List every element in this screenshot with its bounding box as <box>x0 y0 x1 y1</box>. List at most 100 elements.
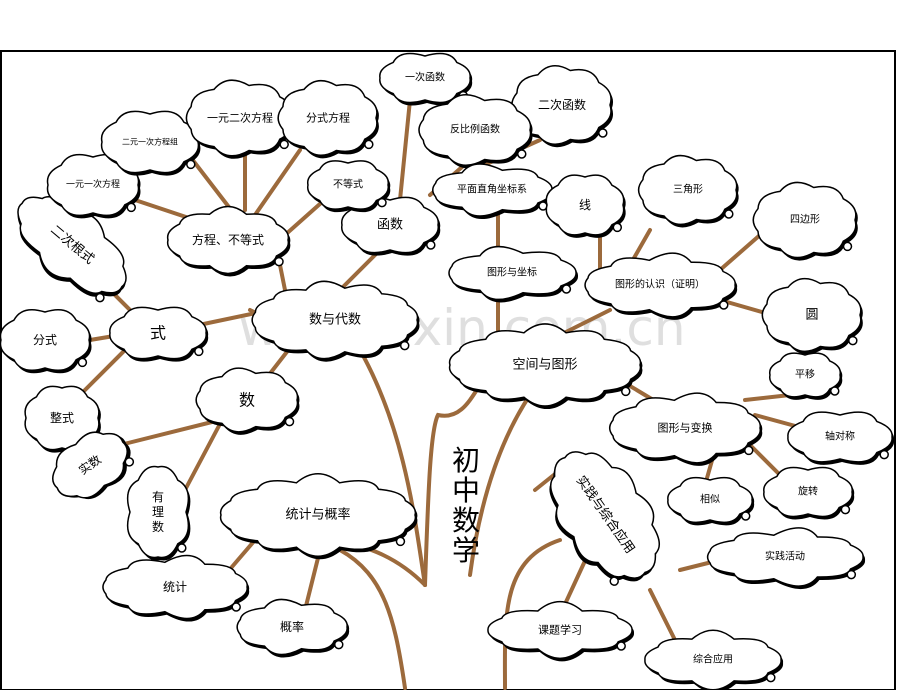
cloud-bubble <box>724 209 734 219</box>
cloud-node-sibianxing: 四边形 <box>752 181 858 261</box>
cloud-shape <box>236 598 348 656</box>
cloud-label: 实践活动 <box>765 550 805 563</box>
cloud-shape <box>487 600 633 660</box>
cloud-node-shu: 数 <box>195 367 300 435</box>
cloud-node-shijian-huodong: 实践活动 <box>706 527 866 590</box>
cloud-label: 相似 <box>700 493 720 506</box>
cloud-bubble <box>609 576 619 586</box>
branch-line <box>468 393 532 577</box>
cloud-node-xian: 线 <box>545 174 626 238</box>
cloud-node-yiyuan-yici-fangcheng: 一元一次方程 <box>46 153 141 219</box>
cloud-shape <box>100 110 200 174</box>
cloud-bubble <box>846 569 857 580</box>
branch-line <box>118 418 222 447</box>
branch-line <box>423 383 482 587</box>
cloud-node-xiangsi: 相似 <box>667 476 755 526</box>
cloud-label: 一元二次方程 <box>207 111 273 125</box>
cloud-node-shi: 式 <box>109 306 209 362</box>
cloud-label: 一次函数 <box>405 71 445 84</box>
cloud-shape <box>195 367 299 433</box>
cloud-bubble <box>95 292 105 303</box>
trunk-title-text: 初中数学 <box>452 444 480 567</box>
cloud-shape <box>768 352 842 398</box>
cloud-bubble <box>842 241 853 252</box>
cloud-shape <box>306 160 390 210</box>
cloud-bubble <box>284 416 295 427</box>
cloud-node-yuan: 圆 <box>761 277 863 355</box>
branch-line <box>718 233 762 272</box>
cloud-bubble <box>124 457 135 467</box>
cloud-node-hanshu: 函数 <box>340 196 441 256</box>
cloud-label: 轴对称 <box>825 430 855 443</box>
cloud-shape <box>667 476 753 524</box>
cloud-bubble <box>194 346 204 357</box>
cloud-shape <box>432 163 553 217</box>
cloud-shape <box>448 323 642 407</box>
branch-line <box>73 343 132 402</box>
branch-line <box>502 538 562 690</box>
cloud-node-tuxing-bianhuan: 图形与变换 <box>608 392 763 466</box>
cloud-label: 不等式 <box>333 178 363 191</box>
cloud-node-yiyuan-erci-fangcheng: 一元二次方程 <box>185 79 295 159</box>
cloud-label: 线 <box>579 198 591 212</box>
cloud-node-fanbili-hanshu: 反比例函数 <box>418 94 533 169</box>
cloud-bubble <box>719 300 729 310</box>
cloud-node-keti-xuexi: 课题学习 <box>487 600 635 662</box>
cloud-label: 综合应用 <box>693 653 733 666</box>
cloud-shape <box>185 79 294 157</box>
cloud-node-tuxing-renshi: 图形的认识（证明） <box>584 252 738 320</box>
cloud-node-tuxing-yu-zuobiao: 图形与坐标 <box>448 245 579 303</box>
cloud-label: 方程、不等式 <box>192 232 264 247</box>
cloud-node-yici-hanshu: 一次函数 <box>379 52 473 106</box>
cloud-bubble <box>377 197 387 208</box>
cloud-bubble <box>517 149 527 159</box>
cloud-bubble <box>616 641 626 651</box>
cloud-bubble <box>364 139 374 150</box>
cloud-shape <box>418 94 532 166</box>
cloud-shape <box>102 554 248 620</box>
cloud-bubble <box>279 139 289 150</box>
cloud-node-shijian-zonghe: 实践与综合应用 <box>549 451 660 586</box>
cloud-shape <box>52 431 128 499</box>
cloud-label: 图形的认识（证明） <box>615 278 705 291</box>
cloud-node-tongji-yu-gailv: 统计与概率 <box>219 473 418 560</box>
cloud-bubble <box>399 340 410 351</box>
cloud-bubble <box>561 284 572 294</box>
cloud-label: 旋转 <box>798 485 818 498</box>
cloud-label: 三角形 <box>673 184 703 196</box>
trunk-title: 初中数学 <box>452 444 480 567</box>
cloud-label: 分式方程 <box>306 111 350 125</box>
cloud-label: 有理数 <box>152 490 164 534</box>
cloud-bubble <box>621 386 631 397</box>
cloud-shape <box>448 245 577 301</box>
cloud-node-tongji: 统计 <box>102 554 250 622</box>
cloud-bubble <box>231 602 241 612</box>
cloud-bubble <box>334 639 344 650</box>
cloud-shape <box>109 306 207 360</box>
cloud-shape <box>706 527 864 587</box>
cloud-label: 分式 <box>33 333 57 347</box>
cloud-shape <box>608 392 762 464</box>
cloud-bubble <box>848 335 858 346</box>
cloud-shape <box>0 309 91 371</box>
cloud-label: 圆 <box>805 308 818 323</box>
cloud-bubble <box>740 511 751 521</box>
cloud-label: 式 <box>150 324 166 343</box>
cloud-bubble <box>186 159 196 170</box>
cloud-node-kongjian-yu-tuxing: 空间与图形 <box>448 323 643 410</box>
branch-line <box>398 98 412 202</box>
cloud-bubble <box>840 504 851 515</box>
cloud-label: 反比例函数 <box>450 123 500 136</box>
cloud-label: 整式 <box>50 410 74 425</box>
cloud-shape <box>550 451 660 579</box>
cloud-bubble <box>879 449 889 460</box>
branch-line <box>558 308 612 337</box>
cloud-node-youlishu: 有理数 <box>126 465 191 561</box>
cloud-label: 图形与坐标 <box>487 267 537 279</box>
cloud-node-fangcheng-budengshi: 方程、不等式 <box>166 205 291 277</box>
cloud-bubble <box>395 536 406 547</box>
branch-line <box>253 148 302 217</box>
cloud-node-xuanzhuan: 旋转 <box>763 466 855 520</box>
cloud-bubble <box>766 672 776 683</box>
